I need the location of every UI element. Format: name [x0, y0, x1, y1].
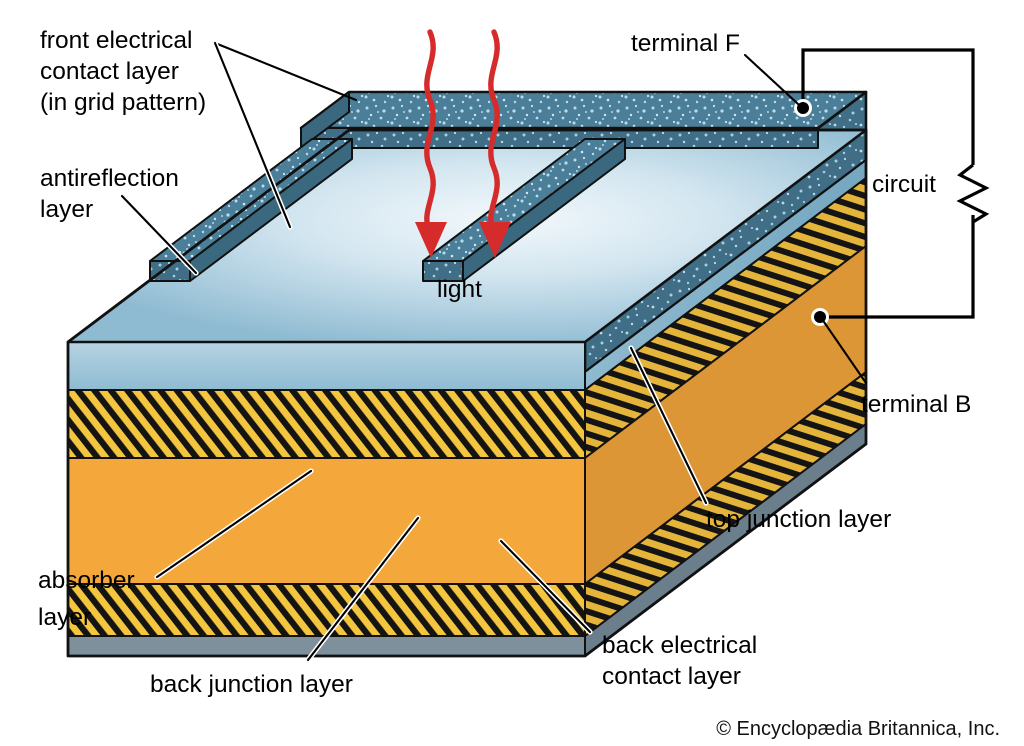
leader-front-contact-b — [213, 41, 292, 229]
leader-top-junction — [629, 346, 708, 505]
light-ray-2 — [488, 29, 500, 235]
front-face-antireflection — [67, 341, 586, 391]
grid-finger-1 — [149, 138, 353, 282]
label-antireflection-line2: layer — [40, 196, 93, 223]
label-back-contact-line2: contact layer — [602, 663, 741, 690]
light-ray-1-arrowhead — [415, 222, 447, 258]
label-top-junction: top junction layer — [706, 506, 891, 533]
leader-antireflection — [120, 194, 198, 275]
label-back-contact-line1: back electrical — [602, 632, 757, 659]
label-terminal-f: terminal F — [631, 30, 740, 57]
label-front-contact-line2: contact layer — [40, 58, 179, 85]
label-front-contact-line3: (in grid pattern) — [40, 89, 206, 116]
grid-finger-2 — [422, 138, 626, 282]
resistor-symbol — [956, 163, 990, 224]
leader-lines — [119, 40, 868, 663]
light-ray-1 — [424, 29, 436, 235]
label-front-contact-line1: front electrical — [40, 27, 193, 54]
light-rays — [415, 29, 511, 258]
light-ray-2-arrowhead — [479, 222, 511, 258]
leader-back-contact — [499, 539, 592, 634]
circuit-wire — [801, 48, 975, 319]
label-back-junction: back junction layer — [150, 671, 353, 698]
label-absorber-line2: layer — [38, 604, 91, 631]
block-front-face — [67, 341, 586, 657]
label-terminal-b: terminal B — [861, 391, 971, 418]
leader-back-junction — [306, 516, 420, 662]
grid-finger-2-side — [462, 138, 626, 282]
terminal-f-node — [797, 102, 809, 114]
leader-terminal-b — [822, 320, 868, 385]
front-face-back-junction — [67, 583, 586, 637]
leader-front-contact-a — [213, 41, 358, 102]
front-face-top-junction — [67, 389, 586, 459]
copyright-notice: © Encyclopædia Britannica, Inc. — [716, 718, 1000, 740]
label-circuit: circuit — [872, 171, 936, 198]
label-absorber-line1: absorber — [38, 567, 135, 594]
front-face-absorber — [67, 457, 586, 585]
label-antireflection-line1: antireflection — [40, 165, 179, 192]
terminal-b-node — [814, 311, 826, 323]
label-light: light — [437, 276, 482, 303]
text-labels: front electrical contact layer (in grid … — [38, 27, 1000, 740]
busbar-top-plane — [299, 90, 868, 130]
leader-terminal-f — [743, 53, 800, 106]
grid-finger-1-side — [189, 138, 353, 282]
block-right-face — [583, 90, 868, 657]
front-contact-grid-fingers — [149, 138, 626, 282]
leader-absorber — [155, 469, 313, 579]
block-silhouette — [66, 128, 868, 658]
